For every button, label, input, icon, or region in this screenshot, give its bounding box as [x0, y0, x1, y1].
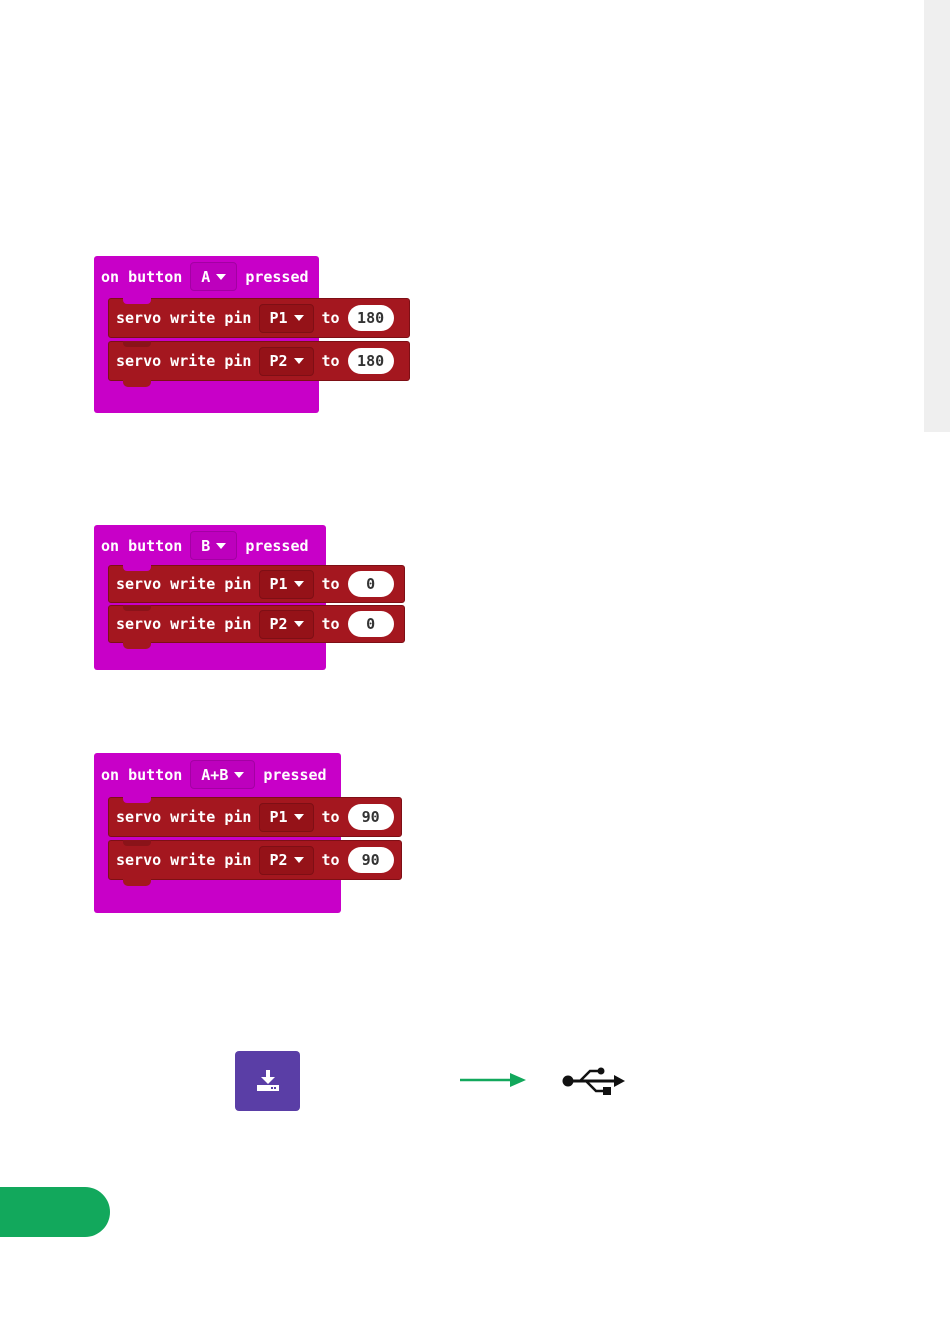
button-dropdown[interactable]: B [190, 531, 237, 560]
to-label: to [322, 808, 340, 826]
event-prefix: on button [101, 766, 182, 784]
pin-dropdown[interactable]: P1 [259, 803, 313, 832]
event-suffix: pressed [245, 537, 308, 555]
servo-write-label: servo write pin [116, 575, 251, 593]
servo-write-block[interactable]: servo write pin P1 to 90 [108, 797, 402, 837]
chevron-down-icon [294, 814, 304, 820]
pin-dropdown-value: P1 [269, 808, 287, 826]
block-notch [123, 565, 151, 571]
event-suffix: pressed [263, 766, 326, 784]
chevron-down-icon [294, 581, 304, 587]
pin-dropdown-value: P1 [269, 575, 287, 593]
servo-write-block[interactable]: servo write pin P2 to 180 [108, 341, 410, 381]
download-icon [255, 1069, 281, 1093]
angle-value-input[interactable]: 0 [348, 611, 394, 637]
to-label: to [322, 575, 340, 593]
page-tab [0, 1187, 110, 1237]
pin-dropdown-value: P2 [269, 851, 287, 869]
chevron-down-icon [294, 358, 304, 364]
block-notch [123, 341, 151, 347]
angle-value-input[interactable]: 180 [348, 305, 394, 331]
event-prefix: on button [101, 537, 182, 555]
servo-write-label: servo write pin [116, 309, 251, 327]
chevron-down-icon [234, 772, 244, 778]
servo-write-label: servo write pin [116, 808, 251, 826]
event-block-button-a[interactable]: on button A pressed servo write pin P1 t… [94, 256, 319, 413]
pin-dropdown-value: P2 [269, 352, 287, 370]
event-suffix: pressed [245, 268, 308, 286]
download-button[interactable] [235, 1051, 300, 1111]
chevron-down-icon [294, 315, 304, 321]
arrow-right-icon [460, 1071, 530, 1089]
block-notch [123, 605, 151, 611]
event-header: on button A+B pressed [94, 753, 327, 796]
button-dropdown-value: A [201, 268, 210, 286]
block-notch [123, 298, 151, 304]
button-dropdown-value: B [201, 537, 210, 555]
servo-write-block[interactable]: servo write pin P1 to 0 [108, 565, 405, 603]
pin-dropdown[interactable]: P2 [259, 610, 313, 639]
to-label: to [322, 851, 340, 869]
servo-write-block[interactable]: servo write pin P2 to 0 [108, 605, 405, 643]
block-tab [123, 879, 151, 886]
block-notch [123, 840, 151, 846]
pin-dropdown[interactable]: P2 [259, 846, 313, 875]
button-dropdown[interactable]: A+B [190, 760, 255, 789]
chevron-down-icon [294, 621, 304, 627]
button-dropdown-value: A+B [201, 766, 228, 784]
event-header: on button A pressed [94, 256, 309, 297]
angle-value-input[interactable]: 90 [348, 804, 394, 830]
pin-dropdown[interactable]: P1 [259, 570, 313, 599]
event-header: on button B pressed [94, 525, 309, 566]
chevron-down-icon [216, 543, 226, 549]
button-dropdown[interactable]: A [190, 262, 237, 291]
pin-dropdown[interactable]: P2 [259, 347, 313, 376]
servo-write-label: servo write pin [116, 352, 251, 370]
to-label: to [322, 309, 340, 327]
side-strip [924, 0, 950, 432]
event-block-button-ab[interactable]: on button A+B pressed servo write pin P1… [94, 753, 341, 913]
chevron-down-icon [294, 857, 304, 863]
angle-value-input[interactable]: 0 [348, 571, 394, 597]
angle-value-input[interactable]: 180 [348, 348, 394, 374]
block-tab [123, 380, 151, 387]
usb-icon [558, 1064, 628, 1098]
event-block-button-b[interactable]: on button B pressed servo write pin P1 t… [94, 525, 326, 670]
angle-value-input[interactable]: 90 [348, 847, 394, 873]
to-label: to [322, 615, 340, 633]
pin-dropdown[interactable]: P1 [259, 304, 313, 333]
block-notch [123, 797, 151, 803]
chevron-down-icon [216, 274, 226, 280]
servo-write-block[interactable]: servo write pin P2 to 90 [108, 840, 402, 880]
block-tab [123, 642, 151, 649]
servo-write-block[interactable]: servo write pin P1 to 180 [108, 298, 410, 338]
event-prefix: on button [101, 268, 182, 286]
pin-dropdown-value: P1 [269, 309, 287, 327]
to-label: to [322, 352, 340, 370]
pin-dropdown-value: P2 [269, 615, 287, 633]
servo-write-label: servo write pin [116, 851, 251, 869]
servo-write-label: servo write pin [116, 615, 251, 633]
